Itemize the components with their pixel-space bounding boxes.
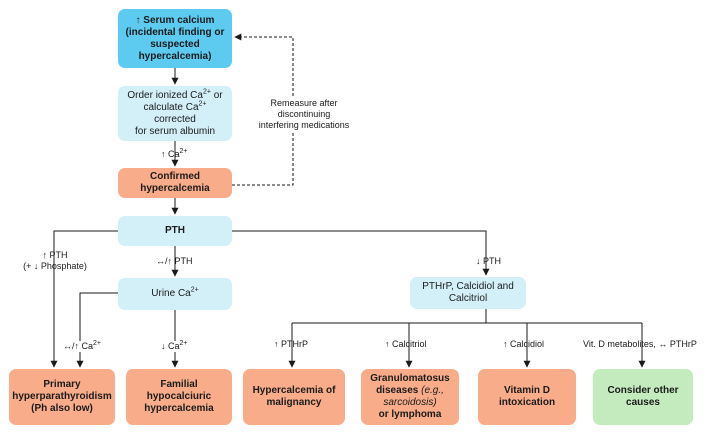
fhh-line3: hypercalcemia [144,403,214,414]
vitamin-d-intoxication-node: Vitamin D intoxication [478,369,576,425]
primary-line1: Primary [43,379,81,390]
other-line1: Consider other [607,385,679,396]
normal-up-ca-label: ↔/↑ Ca2+ [63,340,101,352]
pthrp-panel-line1: PTHrP, Calcidiol and [422,281,514,292]
primary-hyperparathyroidism-node: Primary hyperparathyroidism (Ph also low… [9,369,115,425]
fhh-line1: Familial [160,379,198,390]
fhh-line2: hypocalciuric [146,391,212,402]
pth-label: PTH [165,225,185,236]
hypercalcemia-of-malignancy-node: Hypercalcemia of malignancy [243,369,345,425]
order-ionized-line1: Order ionized Ca2+ or [127,88,223,101]
pthrp-calcidiol-calcitriol-node: PTHrP, Calcidiol and Calcitriol [410,277,526,309]
serum-calcium-line3: suspected [150,38,200,50]
pth-node: PTH [118,216,232,246]
edge-urine-to-primary [76,292,118,368]
serum-calcium-line4: hypercalcemia) [138,50,212,62]
down-ca-label: ↓ Ca2+ [161,340,188,352]
malignancy-line2: malignancy [266,397,322,408]
down-pth-label: ↓ PTH [476,256,502,266]
edge-panel-branches [292,309,642,324]
remeasure-label: Remeasure after discontinuing interferin… [254,98,354,131]
serum-calcium-line1: ↑ Serum calcium [135,14,215,26]
urine-calcium-node: Urine Ca2+ [118,278,232,310]
familial-hypocalciuric-node: Familial hypocalciuric hypercalcemia [126,369,232,425]
granulomatous-line3: sarcoidosis) [383,397,437,408]
order-ionized-line3: for serum albumin [134,125,216,137]
granulomatous-line2: diseases (e.g., [376,385,444,396]
primary-line2: hyperparathyroidism [12,391,112,402]
serum-calcium-line2: (incidental finding or [125,26,225,38]
other-line2: causes [626,397,660,408]
normal-up-pth-label: ↔/↑ PTH [156,256,193,266]
edge-pth-to-primary [50,230,118,368]
granulomatous-line4: or lymphoma [378,409,442,420]
up-ca-label: ↑ Ca2+ [161,148,188,159]
primary-line3: (Ph also low) [31,403,93,414]
pthrp-panel-line2: Calcitriol [448,293,488,304]
up-pthrp-label: ↑ PTHrP [274,339,309,349]
vitd-line2: intoxication [498,397,556,408]
order-ionized-node: Order ionized Ca2+ or calculate Ca2+ cor… [118,86,232,141]
granulomatous-diseases-node: Granulomatosus diseases (e.g., sarcoidos… [361,369,459,425]
urine-calcium-label: Urine Ca2+ [151,286,199,299]
order-ionized-line2: calculate Ca2+ corrected [143,100,207,125]
up-calcitriol-label: ↑ Calcitriol [385,339,427,349]
confirmed-line2: hypercalcemia [140,183,210,194]
vitd-metabolites-label: Vit. D metabolites, ↔ PTHrP [583,339,697,349]
confirmed-line1: Confirmed [150,171,200,182]
up-pth-label: ↑ PTH (+ ↓ Phosphate) [23,250,87,271]
consider-other-causes-node: Consider other causes [593,369,693,425]
granulomatous-line1: Granulomatosus [370,373,450,384]
malignancy-line1: Hypercalcemia of [252,385,336,396]
up-calcidiol-label: ↑ Calcidiol [503,339,545,349]
vitd-line1: Vitamin D [504,385,550,396]
confirmed-hypercalcemia-node: Confirmed hypercalcemia [118,168,232,198]
serum-calcium-node: ↑ Serum calcium (incidental finding or s… [118,9,232,68]
edge-pth-to-panel [232,230,490,276]
